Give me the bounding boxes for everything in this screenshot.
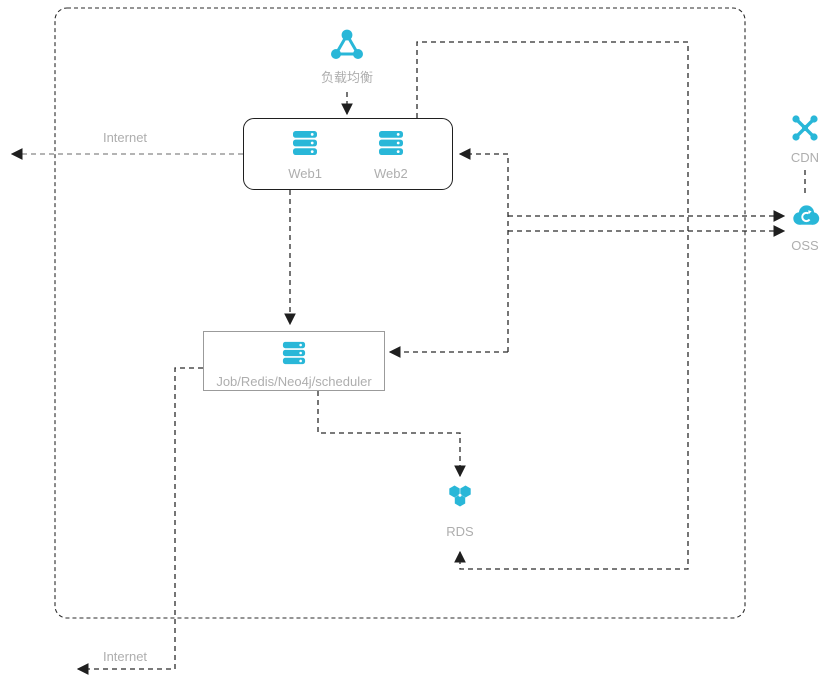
internet-bottom-label: Internet	[102, 649, 148, 664]
rds-label: RDS	[446, 524, 474, 539]
vpc-boundary	[54, 7, 746, 619]
job-box: Job/Redis/Neo4j/scheduler	[203, 331, 385, 391]
job-box-label: Job/Redis/Neo4j/scheduler	[216, 373, 372, 389]
edge-bus-to-web	[458, 148, 509, 352]
web1-node: Web1	[288, 130, 322, 181]
cdn-network-icon	[790, 113, 820, 148]
server-icon	[292, 130, 318, 161]
internet-top-label: Internet	[102, 130, 148, 145]
web1-label: Web1	[288, 166, 322, 181]
web-box: Web1 Web2	[243, 118, 453, 190]
load-balancer-icon	[330, 29, 364, 66]
web2-node: Web2	[374, 130, 408, 181]
server-icon	[378, 130, 404, 161]
rds-hexagons-icon	[447, 485, 473, 514]
oss-label: OSS	[791, 238, 819, 253]
cdn-label: CDN	[790, 150, 820, 165]
edge-job-to-internet-bottom	[76, 367, 203, 675]
web2-label: Web2	[374, 166, 408, 181]
edge-job-to-rds	[317, 391, 466, 478]
server-icon	[282, 341, 306, 370]
edge-web-loop-to-rds	[416, 41, 689, 570]
load-balancer-label: 负载均衡	[320, 70, 373, 85]
oss-cloud-icon	[791, 203, 821, 233]
